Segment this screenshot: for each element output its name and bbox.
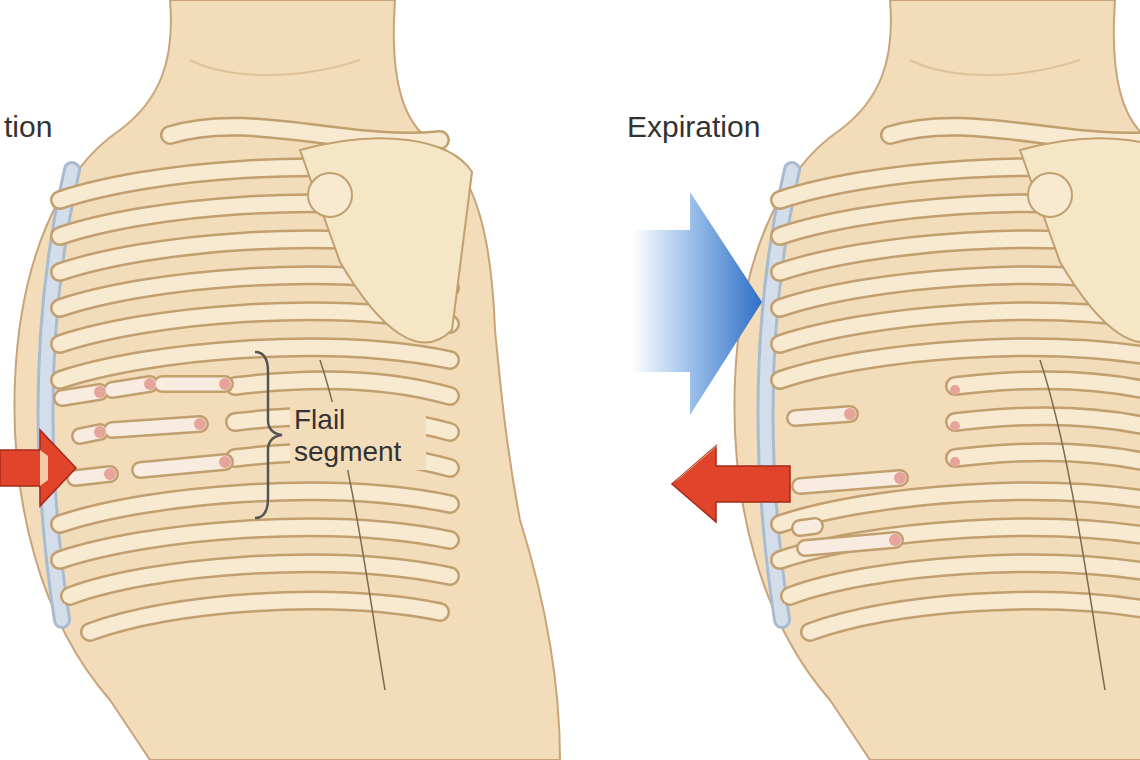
figure-label: Flail segment <box>290 402 426 470</box>
bracket <box>255 352 282 518</box>
figure-label: tion <box>4 110 52 145</box>
outward-arrow <box>672 446 790 522</box>
inward-arrow <box>0 430 76 506</box>
transition-arrow <box>632 192 762 415</box>
figure-label: Expiration <box>627 110 760 145</box>
